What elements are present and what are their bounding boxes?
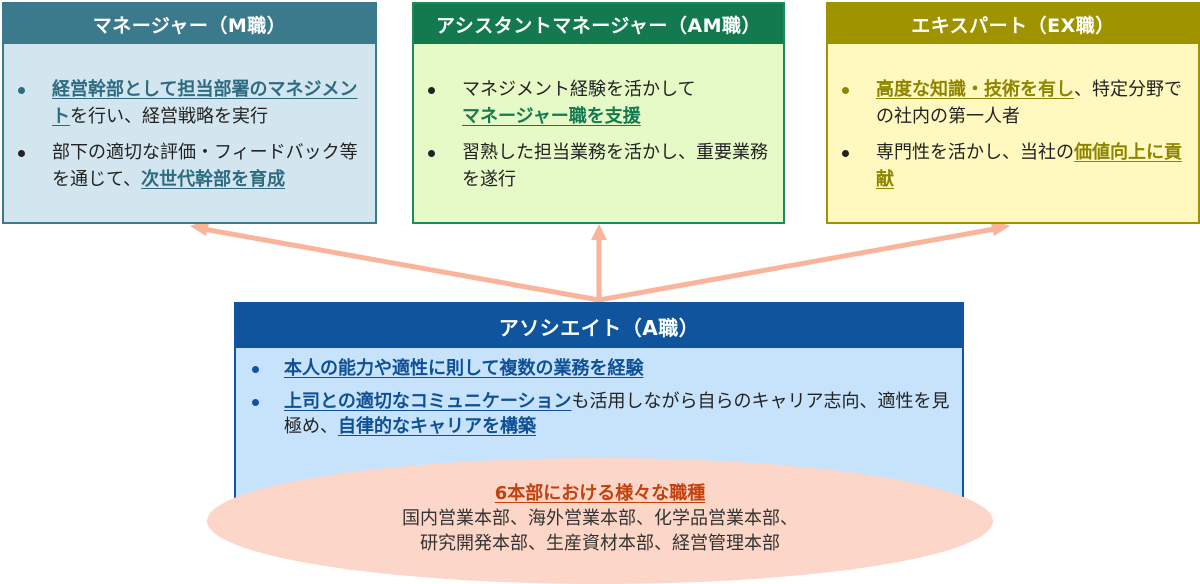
assistant-manager-item: 習熟した担当業務を活かし、重要業務を遂行: [414, 139, 783, 193]
expert-item: 高度な知識・技術を有し、特定分野での社内の第一人者: [828, 76, 1198, 130]
departments-line-2: 研究開発本部、生産資材本部、経営管理本部: [420, 533, 780, 554]
departments-line-1: 国内営業本部、海外営業本部、化学品営業本部、: [402, 508, 798, 529]
expert-box: エキスパート（EX職） 高度な知識・技術を有し、特定分野での社内の第一人者 専門…: [826, 2, 1200, 224]
assistant-manager-item: マネジメント経験を活かしてマネージャー職を支援: [414, 76, 783, 130]
expert-item: 専門性を活かし、当社の価値向上に貢献: [828, 139, 1198, 193]
associate-title: アソシエイト（A職）: [236, 304, 962, 348]
assistant-manager-box: アシスタントマネージャー（AM職） マネジメント経験を活かしてマネージャー職を支…: [412, 2, 785, 224]
expert-title: エキスパート（EX職）: [828, 4, 1198, 44]
associate-item: 本人の能力や適性に則して複数の業務を経験: [236, 356, 962, 381]
bullet-icon: [252, 366, 259, 373]
manager-item: 経営幹部として担当部署のマネジメントを行い、経営戦略を実行: [4, 76, 375, 130]
bullet-icon: [252, 399, 259, 406]
associate-item: 上司との適切なコミュニケーションも活用しながら自らのキャリア志向、適性を見極め、…: [236, 389, 962, 439]
arrow-head-assistant-manager: [591, 224, 607, 240]
manager-item: 部下の適切な評価・フィードバック等を通じて、次世代幹部を育成: [4, 139, 375, 193]
bullet-icon: [18, 87, 25, 94]
manager-box: マネージャー（M職） 経営幹部として担当部署のマネジメントを行い、経営戦略を実行…: [2, 2, 377, 224]
bullet-icon: [18, 150, 25, 157]
assistant-manager-title: アシスタントマネージャー（AM職）: [414, 4, 783, 44]
departments-ellipse: 6本部における様々な職種 国内営業本部、海外営業本部、化学品営業本部、 研究開発…: [207, 458, 993, 584]
bullet-icon: [842, 87, 849, 94]
bullet-icon: [428, 87, 435, 94]
bullet-icon: [842, 150, 849, 157]
bullet-icon: [428, 150, 435, 157]
manager-title: マネージャー（M職）: [4, 4, 375, 44]
departments-title: 6本部における様々な職種: [494, 483, 706, 504]
